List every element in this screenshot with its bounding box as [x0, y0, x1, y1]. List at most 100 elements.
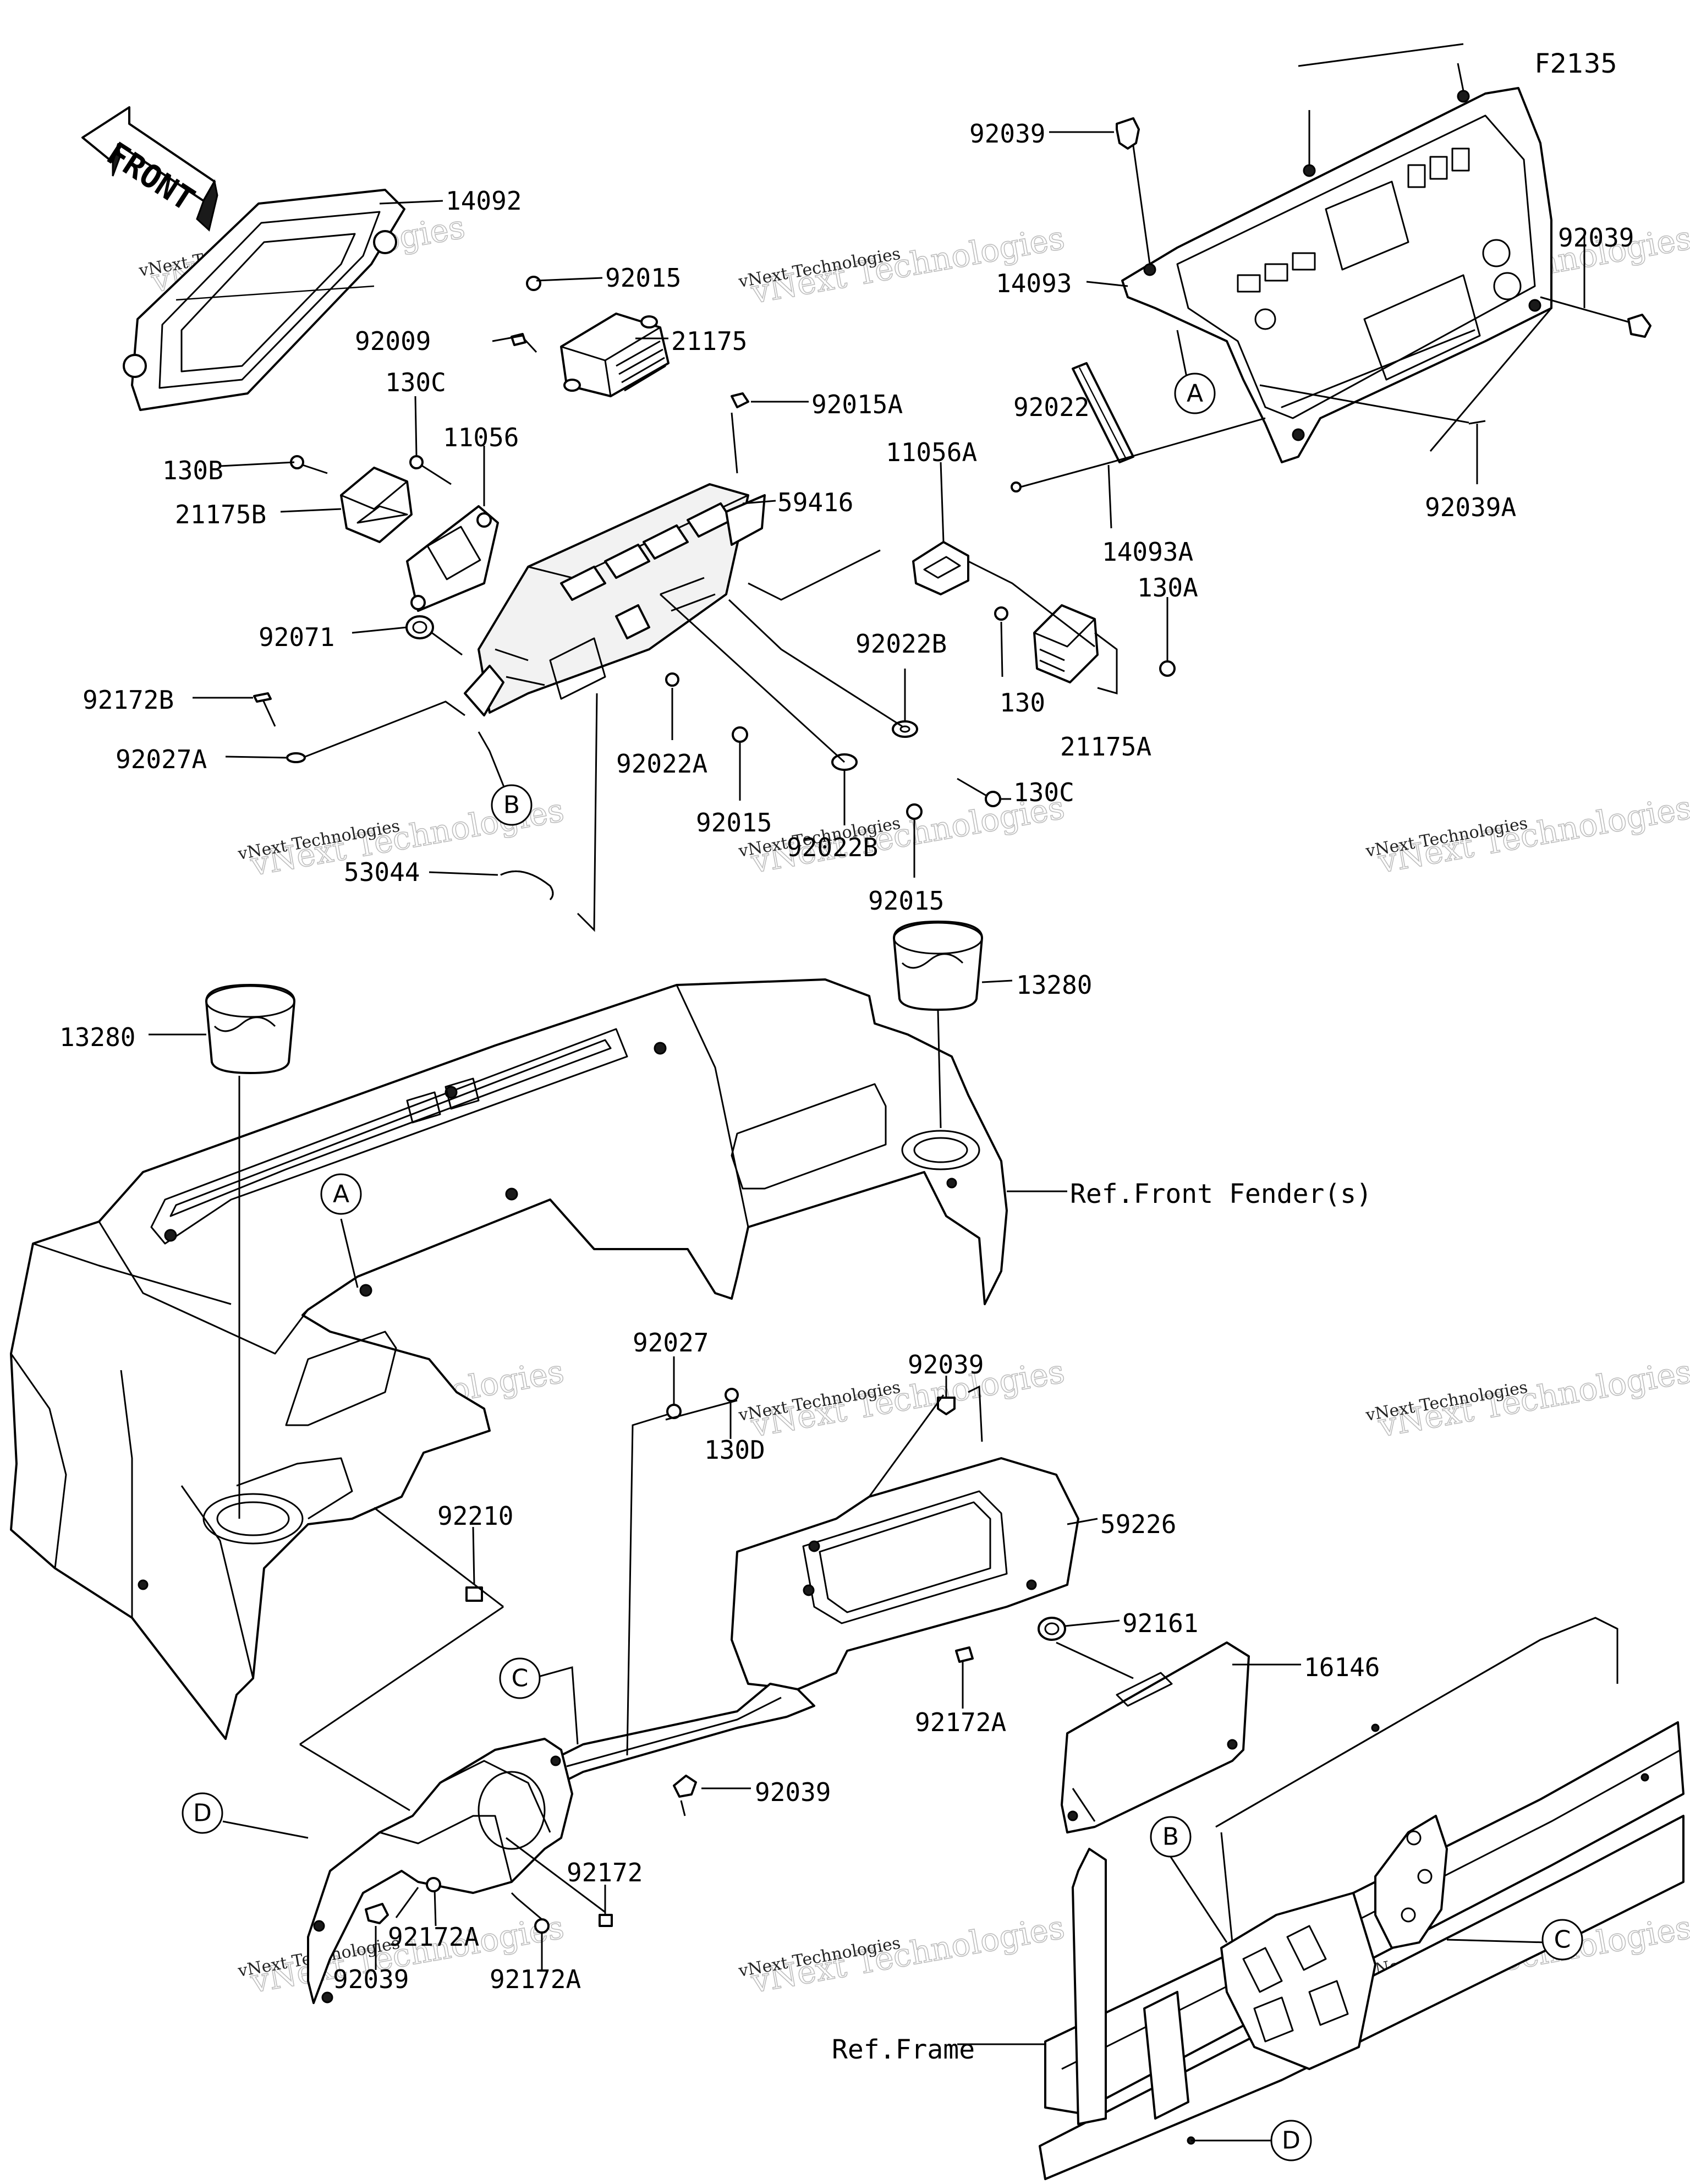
part-number-130c: 130C [385, 368, 446, 397]
part-number-13280: 13280 [1016, 970, 1092, 1000]
part-13280-cup-holder-right [893, 921, 983, 1011]
callout-letter: D [1282, 2127, 1301, 2155]
part-21175-relay [560, 313, 670, 397]
part-number-92022b: 92022B [855, 629, 947, 659]
part-number-14093: 14093 [996, 269, 1072, 298]
part-59226-glove-box-housing [731, 1457, 1079, 1690]
part-number-130c: 130C [1013, 778, 1074, 807]
vehicle-frame [1039, 1617, 1684, 2180]
part-number-21175b: 21175B [175, 500, 266, 529]
part-number-92210: 92210 [437, 1501, 513, 1531]
part-number-92039: 92039 [1558, 223, 1634, 253]
part-number-92172: 92172 [567, 1858, 643, 1887]
callout-letter: A [333, 1180, 349, 1208]
part-number-92071: 92071 [259, 622, 334, 652]
callout-letter: D [193, 1799, 212, 1827]
callout-layer: A B A C D B C D [182, 373, 1583, 2161]
part-number-59226: 59226 [1100, 1509, 1176, 1539]
part-number-21175a: 21175A [1060, 732, 1151, 762]
main-dashboard-body [10, 978, 1008, 1740]
callout-letter: C [1554, 1926, 1571, 1954]
callout-circle [182, 1792, 223, 1834]
callout-letter: B [503, 791, 520, 819]
part-11056-bracket [406, 505, 499, 612]
part-number-92172a: 92172A [915, 1707, 1006, 1737]
part-number-59416: 59416 [777, 488, 853, 517]
part-number-92039: 92039 [755, 1777, 831, 1807]
part-number-92022b: 92022B [787, 833, 878, 862]
callout-d: D [1270, 2120, 1312, 2161]
callout-letter: A [1187, 380, 1203, 408]
part-number-92015a: 92015A [811, 390, 903, 419]
callout-d: D [182, 1792, 223, 1834]
part-number-92172b: 92172B [83, 685, 174, 715]
callout-circle [320, 1173, 362, 1215]
part-number-14092: 14092 [446, 186, 522, 216]
callout-a: A [320, 1173, 362, 1215]
part-number-16146: 16146 [1304, 1652, 1380, 1682]
part-number-92039a: 92039A [1425, 492, 1516, 522]
part-lower-dash-support [307, 1683, 815, 2004]
part-number-92015: 92015 [605, 263, 681, 293]
part-number-92027a: 92027A [116, 745, 207, 774]
part-16146-glove-box-lid [1061, 1641, 1250, 1833]
callout-circle [1270, 2120, 1312, 2161]
part-number-92009: 92009 [355, 326, 431, 356]
fasteners [253, 117, 1651, 901]
part-number-130: 130 [1000, 688, 1045, 718]
callout-b: B [491, 784, 533, 826]
part-13280-cup-holder-left [205, 984, 295, 1074]
part-number-92161: 92161 [1122, 1608, 1198, 1638]
part-number-14093a: 14093A [1102, 537, 1193, 567]
part-14092-meter-frame [123, 189, 405, 411]
callout-circle [491, 784, 533, 826]
part-number-21175: 21175 [671, 326, 747, 356]
callout-b: B [1150, 1816, 1192, 1858]
part-number-53044: 53044 [344, 857, 420, 887]
part-21175a-relay [1033, 604, 1099, 683]
part-number-92022a: 92022A [616, 749, 707, 779]
ref-fender-label: Ref.Front Fender(s) [1070, 1179, 1372, 1209]
part-11056a-bracket [912, 541, 969, 595]
part-21175b-relay [340, 467, 413, 543]
callout-circle [1541, 1919, 1583, 1961]
callout-a: A [1174, 373, 1216, 414]
part-number-130b: 130B [162, 456, 223, 485]
reference-label-layer: Ref.Front Fender(s) Ref.Frame [832, 1179, 1372, 2065]
part-number-130a: 130A [1137, 573, 1198, 603]
part-number-130d: 130D [704, 1435, 765, 1465]
callout-circle [1150, 1816, 1192, 1858]
part-number-92015: 92015 [696, 808, 772, 838]
front-direction-arrow: FRONT [81, 106, 218, 232]
part-14093-instrument-panel [1121, 87, 1552, 463]
part-number-92039: 92039 [908, 1350, 984, 1380]
callout-letter: B [1162, 1823, 1179, 1851]
diagram-code: F2135 [1535, 48, 1617, 79]
part-number-92039: 92039 [333, 1964, 409, 1994]
part-number-11056a: 11056A [886, 437, 977, 467]
part-number-92027: 92027 [633, 1328, 709, 1358]
ref-frame-label: Ref.Frame [832, 2034, 975, 2065]
part-number-92039: 92039 [969, 119, 1045, 149]
part-number-13280: 13280 [59, 1022, 135, 1052]
callout-c: C [1541, 1919, 1583, 1961]
part-number-92172a: 92172A [388, 1922, 479, 1952]
part-number-92022: 92022 [1013, 392, 1089, 422]
part-number-92172a: 92172A [490, 1964, 581, 1994]
callout-c: C [499, 1657, 541, 1699]
part-number-92015: 92015 [868, 886, 944, 916]
callout-circle [499, 1657, 541, 1699]
part-number-11056: 11056 [443, 423, 519, 452]
leader-lines [149, 43, 1629, 2142]
callout-letter: C [512, 1665, 529, 1693]
callout-circle [1174, 373, 1216, 414]
part-59416-fuse-box [464, 483, 766, 716]
